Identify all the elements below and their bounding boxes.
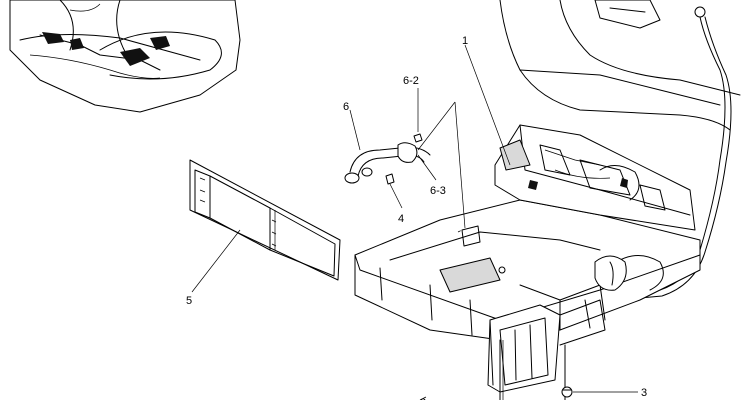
small-fasteners	[385, 133, 573, 398]
callout-1: 1	[462, 35, 468, 47]
part-6-tube	[344, 142, 431, 184]
callout-2: 2	[420, 397, 426, 400]
callout-4: 4	[398, 213, 404, 225]
callout-6: 6	[343, 101, 349, 113]
callout-3: 3	[641, 387, 647, 399]
callout-5: 5	[186, 295, 192, 307]
callout-6-3: 6-3	[430, 185, 446, 197]
seat-harness-inset	[9, 0, 241, 113]
callout-labels: 1 6-2 6 6-3 4 5 3 2	[186, 35, 647, 400]
callout-6-2: 6-2	[403, 75, 419, 87]
battery-pack-assembly	[354, 124, 701, 400]
part-5-panel	[189, 159, 341, 281]
